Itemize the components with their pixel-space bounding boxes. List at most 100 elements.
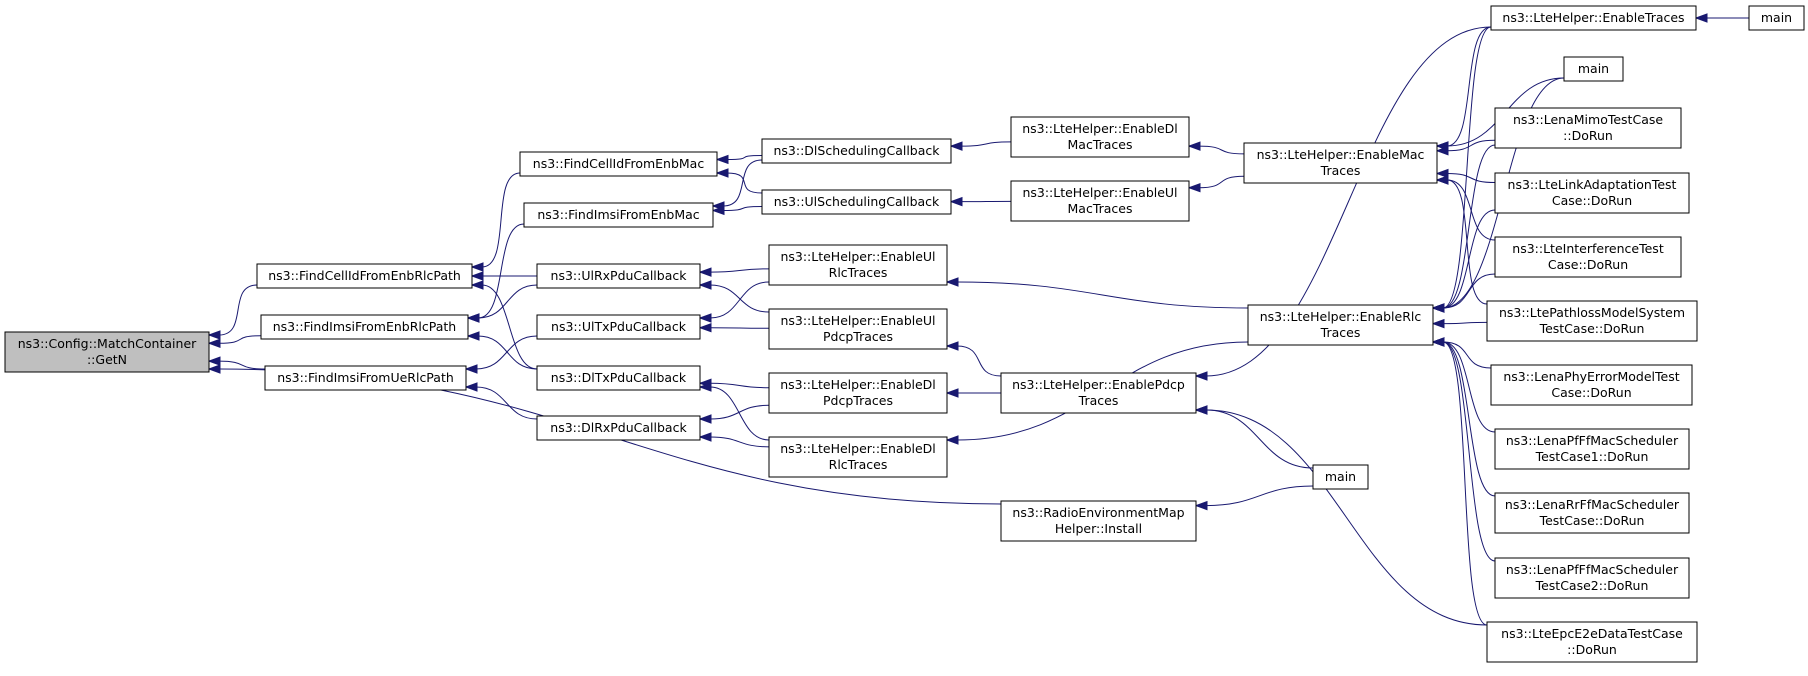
node-pathloss[interactable]: ns3::LtePathlossModelSystemTestCase::DoR… xyxy=(1486,300,1698,342)
arrowhead xyxy=(945,277,959,287)
node-label: ns3::FindImsiFromEnbRlcPath xyxy=(273,319,456,334)
node-box xyxy=(1243,142,1438,184)
node-main3[interactable]: main xyxy=(1748,5,1805,31)
node-fcellrlc[interactable]: ns3::FindCellIdFromEnbRlcPath xyxy=(256,263,473,289)
edge-epce2e-to-enrlc xyxy=(1442,341,1488,626)
arrowhead xyxy=(1187,182,1201,193)
node-label: ns3::LteInterferenceTest xyxy=(1512,241,1664,256)
edge-phyerr-to-enrlc xyxy=(1442,341,1492,369)
node-main1[interactable]: main xyxy=(1563,56,1624,82)
edge-ulrx-to-fimsienbrlc xyxy=(477,284,538,319)
edge-entraces-to-enrlc xyxy=(1442,26,1492,309)
node-fcellmac[interactable]: ns3::FindCellIdFromEnbMac xyxy=(519,151,718,177)
node-label: ns3::FindImsiFromUeRlcPath xyxy=(277,370,454,385)
edge-fimsienbrlc-to-getn xyxy=(218,335,262,344)
node-box xyxy=(1000,372,1197,414)
arrowhead xyxy=(1431,318,1445,329)
arrowhead xyxy=(470,271,484,281)
arrowhead xyxy=(1194,405,1208,415)
arrowhead xyxy=(698,280,712,290)
node-label: PdcpTraces xyxy=(823,393,893,408)
node-dlrx[interactable]: ns3::DlRxPduCallback xyxy=(536,415,701,441)
node-label: ns3::FindImsiFromEnbMac xyxy=(537,207,699,222)
node-box xyxy=(256,263,473,289)
edge-endlpdcp-to-dlrx xyxy=(709,404,770,420)
node-label: main xyxy=(1325,469,1356,484)
node-fimsiuerlc[interactable]: ns3::FindImsiFromUeRlcPath xyxy=(264,365,467,391)
node-box xyxy=(1748,5,1805,31)
node-pfff2[interactable]: ns3::LenaPfFfMacSchedulerTestCase2::DoRu… xyxy=(1494,557,1690,599)
node-box xyxy=(1010,180,1190,222)
edge-dltx-to-fimsienbrlc xyxy=(477,335,538,370)
node-label: ns3::LtePathlossModelSystem xyxy=(1499,305,1685,320)
edge-mimo-to-enrlc xyxy=(1442,144,1496,309)
node-label: ns3::RadioEnvironmentMap xyxy=(1012,505,1184,520)
node-label: ns3::UlRxPduCallback xyxy=(551,268,688,283)
node-fimsimac[interactable]: ns3::FindImsiFromEnbMac xyxy=(523,202,714,228)
node-label: MacTraces xyxy=(1068,201,1133,216)
node-box xyxy=(1490,5,1697,31)
node-label: RlcTraces xyxy=(829,457,888,472)
node-label: ns3::LteHelper::EnableUl xyxy=(780,249,935,264)
node-label: ::GetN xyxy=(87,352,127,367)
node-dlsched[interactable]: ns3::DlSchedulingCallback xyxy=(761,138,952,164)
arrowhead xyxy=(207,364,221,374)
node-main2[interactable]: main xyxy=(1312,464,1369,490)
node-box xyxy=(768,372,948,414)
node-box xyxy=(260,314,469,340)
node-label: ns3::LenaMimoTestCase xyxy=(1513,112,1663,127)
node-label: ns3::LenaPfFfMacScheduler xyxy=(1506,433,1679,448)
arrowhead xyxy=(1194,371,1208,381)
edge-main2-to-rem xyxy=(1205,485,1314,507)
node-box xyxy=(1494,236,1682,278)
node-ulsched[interactable]: ns3::UlSchedulingCallback xyxy=(761,189,952,215)
node-box xyxy=(1494,492,1690,534)
node-ultx[interactable]: ns3::UlTxPduCallback xyxy=(536,314,701,340)
node-entraces[interactable]: ns3::LteHelper::EnableTraces xyxy=(1490,5,1697,31)
node-label: TestCase::DoRun xyxy=(1539,513,1645,528)
node-box xyxy=(761,138,952,164)
arrowhead xyxy=(1694,13,1708,23)
node-label: ::DoRun xyxy=(1567,642,1617,657)
node-label: ns3::LteHelper::EnableDl xyxy=(780,377,936,392)
node-box xyxy=(1494,172,1690,214)
edge-pathloss-to-enrlc xyxy=(1442,321,1488,325)
node-ulrx[interactable]: ns3::UlRxPduCallback xyxy=(536,263,701,289)
node-label: ns3::LenaPfFfMacScheduler xyxy=(1506,562,1679,577)
node-label: PdcpTraces xyxy=(823,329,893,344)
node-getn[interactable]: ns3::Config::MatchContainer::GetN xyxy=(4,331,210,373)
arrowhead xyxy=(1435,146,1449,156)
arrowhead xyxy=(207,356,221,366)
arrowhead xyxy=(711,205,725,216)
node-box xyxy=(1494,557,1690,599)
node-pfff1[interactable]: ns3::LenaPfFfMacSchedulerTestCase1::DoRu… xyxy=(1494,428,1690,470)
node-mimo[interactable]: ns3::LenaMimoTestCase::DoRun xyxy=(1494,107,1682,149)
edge-ulsched-to-fcellmac xyxy=(726,172,763,194)
node-label: ns3::DlSchedulingCallback xyxy=(773,143,940,158)
edge-ulsched-to-fimsimac xyxy=(722,206,763,211)
node-layer: ns3::Config::MatchContainer::GetNns3::Fi… xyxy=(4,5,1805,663)
edge-enrlc-to-enulrlc xyxy=(956,281,1249,309)
node-fimsienbrlc[interactable]: ns3::FindImsiFromEnbRlcPath xyxy=(260,314,469,340)
node-dltx[interactable]: ns3::DlTxPduCallback xyxy=(536,365,701,391)
arrowhead xyxy=(715,154,729,165)
node-label: Traces xyxy=(1320,163,1361,178)
node-box xyxy=(1010,116,1190,158)
arrowhead xyxy=(945,341,959,351)
node-epce2e[interactable]: ns3::LteEpcE2eDataTestCase::DoRun xyxy=(1486,621,1698,663)
edge-fcellrlc-to-getn xyxy=(218,284,258,336)
